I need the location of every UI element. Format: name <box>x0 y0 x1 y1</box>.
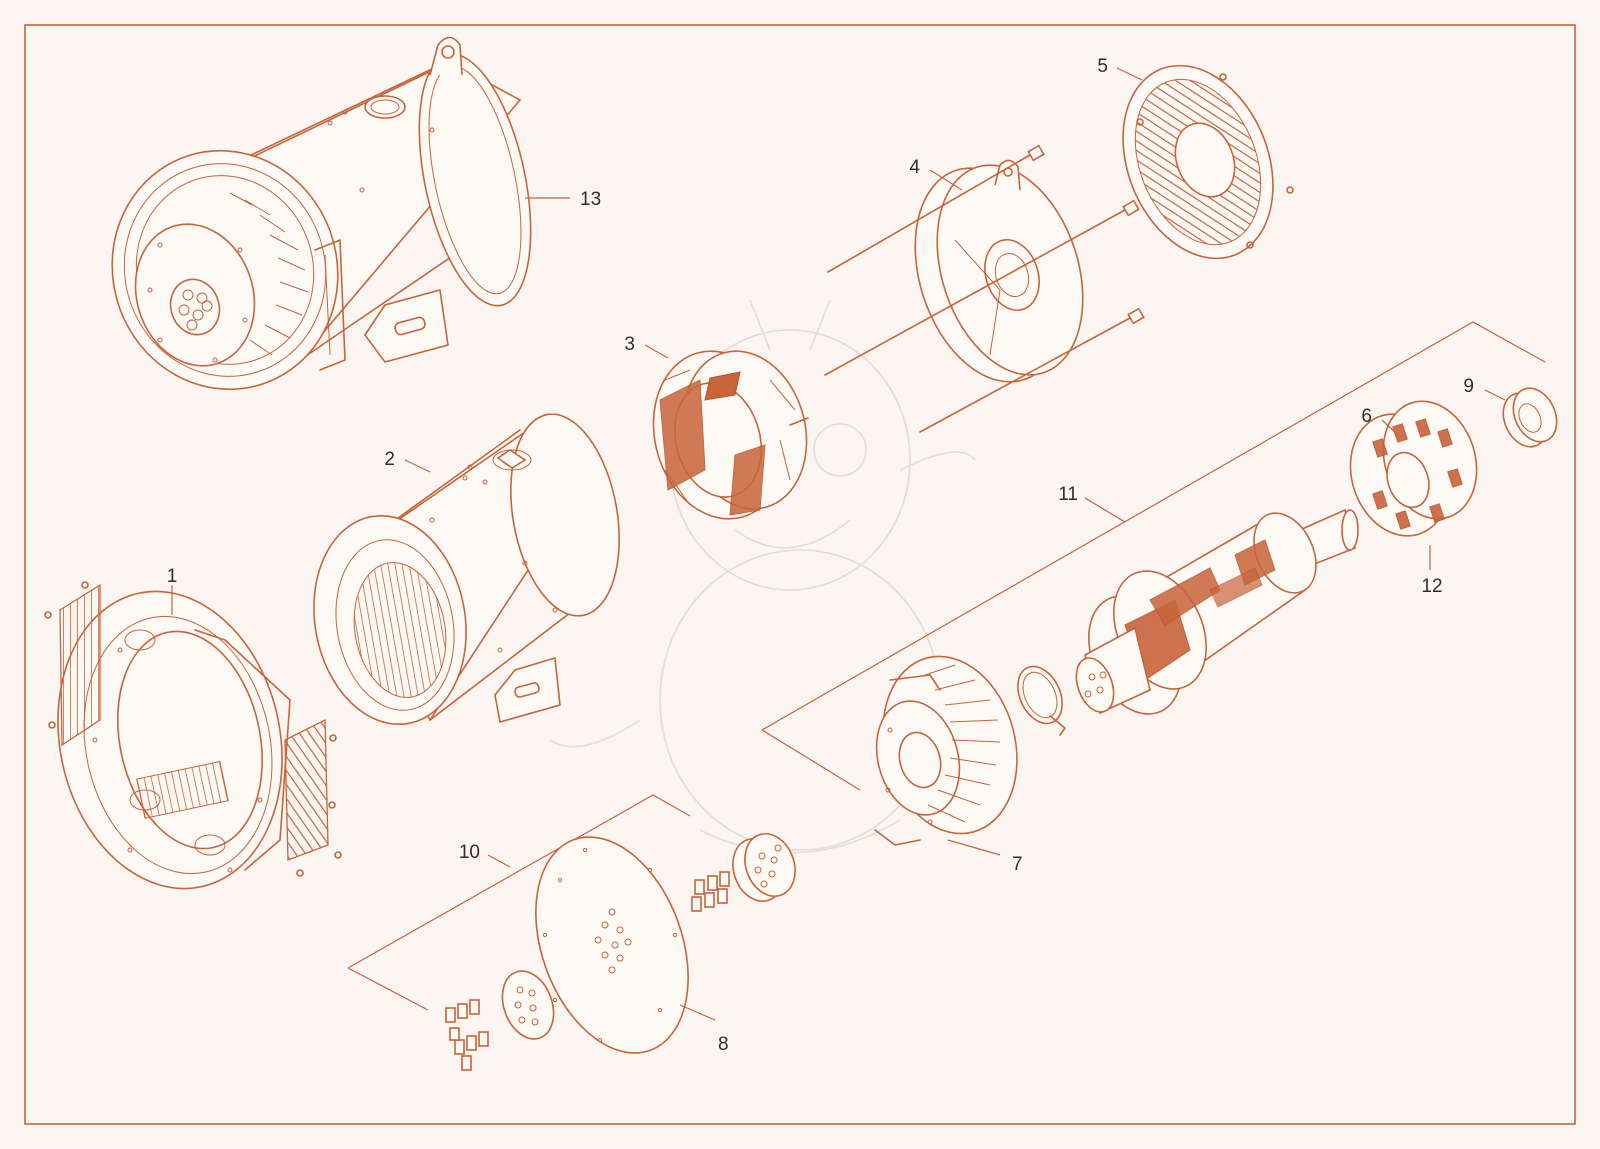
group-bracket-11-top <box>761 321 1546 731</box>
leader-line-7 <box>947 839 1001 856</box>
part-spacer-plate <box>501 970 555 1040</box>
callout-6: 6 <box>1361 406 1372 427</box>
part-coupling-hub <box>732 833 796 902</box>
leader-line-3 <box>644 344 669 359</box>
callout-12: 12 <box>1421 576 1442 597</box>
callout-11: 11 <box>1058 484 1078 505</box>
callout-5: 5 <box>1097 56 1108 77</box>
leader-line-8 <box>679 1004 716 1021</box>
part-1-end-bracket <box>44 581 342 890</box>
part-11-rotor-assembly <box>1075 508 1359 715</box>
part-2-stator-housing <box>313 413 620 726</box>
leader-line-4 <box>929 169 963 191</box>
group-bracket-11-bottom <box>761 729 861 791</box>
leader-line-10 <box>487 854 511 868</box>
callout-8: 8 <box>718 1034 729 1055</box>
part-4-rear-bracket <box>824 144 1145 433</box>
callout-1: 1 <box>167 566 178 587</box>
part-6-exciter-rotor <box>1349 400 1478 537</box>
part-bolt-set-lower <box>445 999 489 1071</box>
part-8-drive-disc <box>535 836 689 1054</box>
group-bracket-10-bottom <box>347 967 429 1011</box>
callout-2: 2 <box>384 449 395 470</box>
part-bolt-set-upper <box>691 871 730 912</box>
callout-7: 7 <box>1012 854 1023 875</box>
callout-4: 4 <box>909 157 920 178</box>
diagram-border <box>24 24 1576 1125</box>
group-bracket-10-top <box>347 794 691 969</box>
part-13-assembled-alternator <box>111 36 532 391</box>
part-clamp-ring <box>1017 665 1066 736</box>
part-9-bearing <box>1502 387 1558 448</box>
callout-9: 9 <box>1463 376 1474 397</box>
leader-line-11 <box>1084 497 1126 523</box>
callout-3: 3 <box>624 334 635 355</box>
leader-line-5 <box>1116 67 1143 81</box>
part-3-exciter-stator <box>652 350 809 520</box>
leader-line-6 <box>1381 419 1399 436</box>
callout-13: 13 <box>580 189 601 210</box>
leader-line-2 <box>404 459 431 473</box>
part-5-rear-grille-cover <box>1122 64 1294 260</box>
leader-line-9 <box>1484 389 1506 401</box>
part-7-cooling-fan <box>874 655 1018 846</box>
callout-10: 10 <box>459 842 480 863</box>
